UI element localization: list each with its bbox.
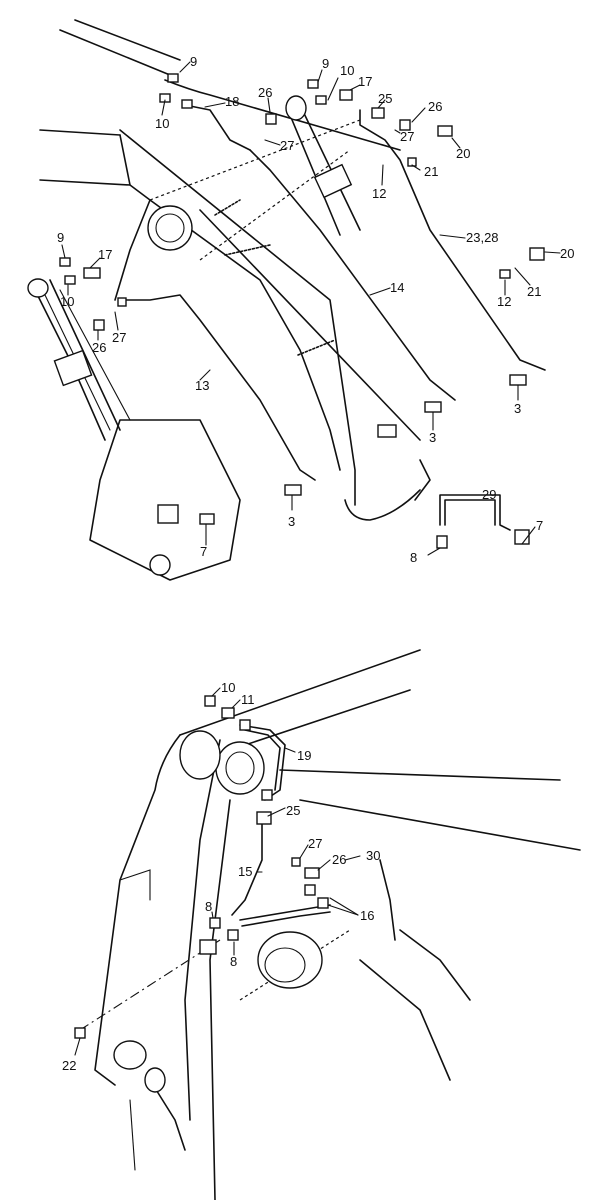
callout-b-25: 25 — [286, 803, 300, 818]
callout-21-b: 21 — [527, 284, 541, 299]
callout-3-c: 3 — [288, 514, 295, 529]
callout-20-b: 20 — [560, 246, 574, 261]
callout-b-16: 16 — [360, 908, 374, 923]
callout-26-b: 26 — [428, 99, 442, 114]
callout-7-a: 7 — [536, 518, 543, 533]
callout-b-22: 22 — [62, 1058, 76, 1073]
pipe-14 — [249, 149, 456, 401]
callout-20-a: 20 — [456, 146, 470, 161]
arm-pin-bottom — [113, 1040, 147, 1070]
callout-9-b: 9 — [322, 56, 329, 71]
callout-9-a: 9 — [190, 54, 197, 69]
callout-17-b: 17 — [98, 247, 112, 262]
pipe-15 — [231, 819, 263, 916]
pipe-18 — [184, 104, 251, 151]
pipe-16 — [239, 904, 331, 921]
callout-18: 18 — [225, 94, 239, 109]
callout-7-b: 7 — [200, 544, 207, 559]
callout-13: 13 — [195, 378, 209, 393]
callout-b-11: 11 — [241, 692, 255, 707]
lower-pin — [149, 554, 171, 576]
callout-21-a: 21 — [424, 164, 438, 179]
callout-b-26: 26 — [332, 852, 346, 867]
pipe-23-28 — [359, 109, 546, 371]
leaders-top — [61, 61, 561, 556]
callout-10-c: 10 — [60, 294, 74, 309]
callout-25-a: 25 — [378, 91, 392, 106]
arm-pin-mid — [257, 931, 323, 989]
callout-3-a: 3 — [514, 401, 521, 416]
callout-b-8-b: 8 — [230, 954, 237, 969]
callout-12-b: 12 — [497, 294, 511, 309]
pipe-29 — [439, 494, 511, 531]
callout-27-c: 27 — [112, 330, 126, 345]
leaders-bottom — [74, 687, 361, 1056]
callouts-bottom: 10 11 19 25 27 26 30 15 16 8 8 22 — [62, 680, 380, 1073]
callout-12-a: 12 — [372, 186, 386, 201]
callout-27-a: 27 — [280, 138, 294, 153]
boom-pin — [147, 205, 193, 251]
callout-b-15: 15 — [238, 864, 252, 879]
fittings-bottom — [74, 695, 329, 1039]
callout-17-a: 17 — [358, 74, 372, 89]
callout-b-8-a: 8 — [205, 899, 212, 914]
fittings-top — [59, 73, 545, 549]
callout-b-10: 10 — [221, 680, 235, 695]
pipe-19 — [239, 724, 286, 801]
callout-9-c: 9 — [57, 230, 64, 245]
callout-3-b: 3 — [429, 430, 436, 445]
callout-b-30: 30 — [366, 848, 380, 863]
callout-23-28: 23,28 — [466, 230, 499, 245]
callout-8-a: 8 — [410, 550, 417, 565]
callout-26-c: 26 — [92, 340, 106, 355]
callout-10-b: 10 — [340, 63, 354, 78]
callout-26-a: 26 — [258, 85, 272, 100]
callout-b-19: 19 — [297, 748, 311, 763]
callout-27-b: 27 — [400, 129, 414, 144]
arm-pin-top — [215, 741, 265, 795]
pipe-13 — [119, 294, 316, 481]
bottom-assembly: 10 11 19 25 27 26 30 15 16 8 8 22 — [62, 649, 581, 1200]
callout-10-a: 10 — [155, 116, 169, 131]
callouts-top: 9 10 18 26 27 9 10 17 25 26 27 20 21 12 … — [57, 54, 574, 565]
callout-14: 14 — [390, 280, 404, 295]
top-assembly: 9 10 18 26 27 9 10 17 25 26 27 20 21 12 … — [27, 19, 574, 581]
callout-29: 29 — [482, 487, 496, 502]
callout-b-27: 27 — [308, 836, 322, 851]
